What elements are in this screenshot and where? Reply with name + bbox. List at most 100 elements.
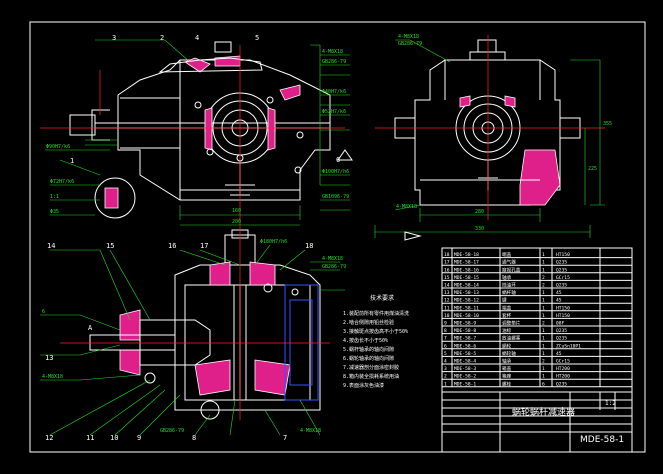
dim-d4: Φ100H7/h6 bbox=[322, 169, 349, 175]
sheet-border bbox=[29, 21, 646, 453]
dim-d13: Φ90H7/k6 bbox=[46, 144, 70, 150]
bom-cell: 1 bbox=[542, 374, 545, 380]
label-6: 6 bbox=[336, 156, 340, 164]
dim-d17: 1:1 bbox=[50, 194, 59, 200]
tech-line: 1.装配前所有零件用煤油清洗 bbox=[343, 310, 409, 317]
dim-d7: 280 bbox=[475, 209, 484, 215]
bom-cell: 6 bbox=[444, 343, 447, 349]
bom-cell: MDE-58-13 bbox=[454, 290, 479, 296]
label-13: 13 bbox=[45, 354, 53, 362]
label-14: 14 bbox=[47, 242, 55, 250]
bom-cell: 7 bbox=[444, 336, 447, 342]
tech-line: 6.蜗轮轴承的轴向间隙 bbox=[343, 355, 394, 362]
bom-cell: MDE-58-9 bbox=[454, 321, 476, 327]
bom-cell: 45 bbox=[556, 298, 562, 304]
bom-cell: 1 bbox=[542, 260, 545, 266]
bom-cell: 轴承 bbox=[502, 274, 512, 281]
bom-cell: MDE-58-7 bbox=[454, 336, 476, 342]
dim-b3: 4-M8X18 bbox=[42, 374, 63, 380]
label-10: 10 bbox=[110, 434, 118, 442]
tech-line: 9.表面涂灰色油漆 bbox=[343, 382, 384, 389]
tech-line: 5.蜗杆轴承的轴向间隙 bbox=[343, 346, 394, 353]
bom-cell: 1 bbox=[542, 305, 545, 311]
dim-d11: 225 bbox=[588, 166, 597, 172]
dim-d16: 6 bbox=[42, 309, 45, 315]
bom-cell: MDE-58-1 bbox=[454, 381, 476, 387]
tech-line: 7.减速器剖分面涂密封胶 bbox=[343, 364, 399, 371]
bom-cell: 调整垫片 bbox=[502, 320, 521, 327]
bom-cell: 通气器 bbox=[502, 259, 516, 266]
bom-cell: 键 bbox=[502, 297, 507, 304]
bom-cell: 2 bbox=[444, 374, 447, 380]
bom-cell: Q235 bbox=[556, 267, 567, 273]
label-16: 16 bbox=[168, 242, 176, 250]
bom-cell: 12 bbox=[444, 298, 450, 304]
bom-cell: 4 bbox=[444, 359, 447, 365]
bom-cell: 2 bbox=[542, 359, 545, 365]
dim-d3: Φ52H7/k6 bbox=[322, 109, 346, 115]
bom-cell: Q235 bbox=[556, 328, 567, 334]
bom-cell: HT150 bbox=[556, 313, 570, 319]
bom-cell: 端盖 bbox=[502, 304, 512, 311]
title-name: 蜗轮蜗杆减速器 bbox=[512, 406, 575, 418]
bom-cell: 45 bbox=[556, 351, 562, 357]
bom-cell: GCr15 bbox=[556, 275, 570, 281]
tech-line: 8.箱内装全损耗系统用油 bbox=[343, 373, 399, 380]
bom-cell: MDE-58-2 bbox=[454, 374, 476, 380]
bom-cell: 箱盖 bbox=[502, 365, 512, 372]
dim-d9: 200 bbox=[232, 219, 241, 225]
section-view bbox=[40, 225, 345, 436]
label-2: 2 bbox=[160, 34, 164, 42]
dim-d10: 160 bbox=[232, 208, 241, 214]
dim-side-c: 4-M8X18 bbox=[396, 204, 417, 210]
bom-cell: HT200 bbox=[556, 366, 570, 372]
bom-cell: 17 bbox=[444, 260, 450, 266]
bom-cell: 3 bbox=[444, 366, 447, 372]
bom-cell: 14 bbox=[444, 283, 450, 289]
bom-cell: 8 bbox=[444, 328, 447, 334]
bom-cell: Q235 bbox=[556, 283, 567, 289]
bom-cell: 窥视孔盖 bbox=[502, 266, 521, 273]
dim-d1: Φ40H7/k6 bbox=[322, 89, 346, 95]
bom-cell: 蜗轮 bbox=[502, 342, 512, 349]
bom-cell: MDE-58-5 bbox=[454, 351, 476, 357]
bom-cell: MDE-58-17 bbox=[454, 260, 479, 266]
bom-cell: 1 bbox=[542, 336, 545, 342]
dim-b1: 4-M8X18 bbox=[322, 256, 343, 262]
dim-side-a: 4-M8X18 bbox=[398, 34, 419, 40]
bom-cell: MDE-58-14 bbox=[454, 283, 479, 289]
bom-cell: MDE-58-15 bbox=[454, 275, 479, 281]
bom-cell: 1 bbox=[542, 351, 545, 357]
tech-line: 4.按齿长不小于50% bbox=[343, 337, 388, 344]
bom-cell: MDE-58-12 bbox=[454, 298, 479, 304]
bom-cell: 螺栓 bbox=[502, 380, 512, 387]
bom-cell: 油标 bbox=[502, 327, 512, 334]
dim-b2: GB286-79 bbox=[322, 264, 346, 270]
bom-cell: Q235 bbox=[556, 336, 567, 342]
bom-cell: 9 bbox=[444, 321, 447, 327]
dim-a-marker: A bbox=[88, 324, 93, 332]
bom-cell: 08F bbox=[556, 321, 565, 327]
dim-d14: Φ72H7/k6 bbox=[50, 179, 74, 185]
label-4: 4 bbox=[195, 34, 199, 42]
bom-cell: MDE-58-11 bbox=[454, 305, 479, 311]
bom-cell: 2 bbox=[542, 283, 545, 289]
bom-cell: 蜗轮轴 bbox=[502, 350, 516, 357]
bom-cell: HT150 bbox=[556, 252, 570, 258]
bom-cell: 挡油环 bbox=[502, 282, 516, 289]
label-5: 5 bbox=[255, 34, 259, 42]
bom-cell: MDE-58-18 bbox=[454, 252, 479, 258]
bom-cell: 1 bbox=[542, 343, 545, 349]
bom-cell: 16 bbox=[444, 267, 450, 273]
bom-cell: 13 bbox=[444, 290, 450, 296]
bom-cell: 1 bbox=[444, 381, 447, 387]
bom-cell: 1 bbox=[542, 267, 545, 273]
dim-d18: GB1096-79 bbox=[322, 194, 349, 200]
label-8: 8 bbox=[192, 434, 196, 442]
title-code: MDE-58-1 bbox=[580, 435, 624, 445]
dim-d19: Φ180H7/h6 bbox=[260, 239, 287, 245]
tech-title: 技术要求 bbox=[370, 294, 394, 302]
bom-cell: 放油螺塞 bbox=[502, 335, 521, 342]
bom-cell: 5 bbox=[444, 351, 447, 357]
bom-cell: MDE-58-16 bbox=[454, 267, 479, 273]
